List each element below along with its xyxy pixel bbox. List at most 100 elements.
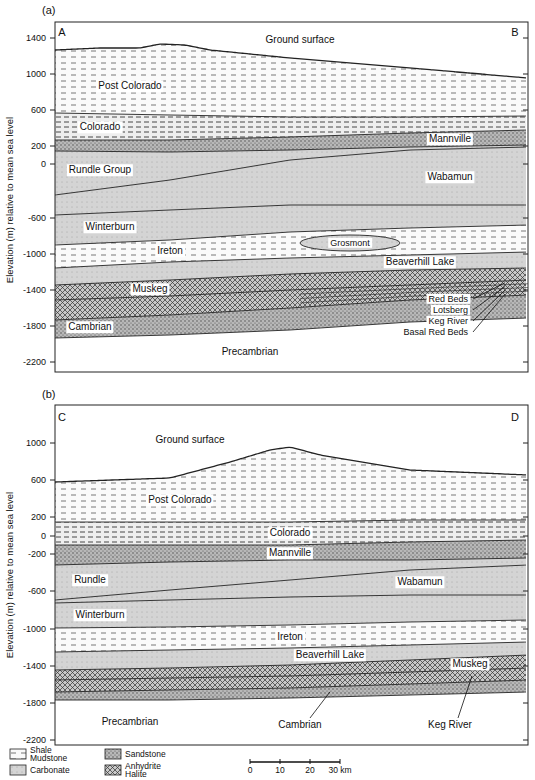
scale-tick bbox=[250, 759, 251, 764]
boundary-line bbox=[55, 680, 526, 692]
boundary-line bbox=[55, 595, 526, 603]
boundary-line bbox=[55, 252, 526, 268]
axis-title: Elevation (m) relative to mean sea level bbox=[5, 115, 16, 285]
unit-label: Rundle Group bbox=[67, 164, 133, 176]
unit-label: Ground surface bbox=[154, 434, 227, 446]
tick-mark bbox=[50, 74, 528, 75]
leader-line bbox=[473, 287, 505, 310]
boundary-line bbox=[55, 655, 526, 670]
tick-label: -1000 bbox=[21, 249, 48, 259]
panel-letter: (b) bbox=[40, 388, 57, 401]
section-end: C bbox=[56, 411, 68, 424]
unit-label: Basal Red Beds bbox=[401, 327, 470, 337]
tick-mark bbox=[50, 254, 528, 255]
tick-mark bbox=[50, 629, 528, 630]
section-end: D bbox=[509, 411, 521, 424]
unit-label: Muskeg bbox=[450, 658, 489, 670]
boundary-line bbox=[55, 668, 526, 680]
section-end: B bbox=[509, 26, 520, 39]
section-frame bbox=[55, 22, 528, 372]
tick-label: 600 bbox=[29, 105, 48, 115]
tick-label: -1800 bbox=[21, 321, 48, 331]
scale-tick bbox=[310, 759, 311, 764]
leader-line bbox=[310, 692, 330, 718]
tick-mark bbox=[50, 290, 528, 291]
rock-unit bbox=[55, 147, 526, 215]
scale-label: 30 km bbox=[326, 766, 353, 776]
section-end: A bbox=[56, 26, 67, 39]
legend-text: Sandstone bbox=[125, 750, 173, 758]
unit-label: Winterburn bbox=[74, 609, 127, 621]
unit-label: Winterburn bbox=[84, 221, 137, 233]
boundary-line bbox=[55, 205, 526, 215]
tick-mark bbox=[50, 110, 528, 111]
unit-label: Wabamun bbox=[425, 171, 474, 183]
tick-mark bbox=[50, 517, 528, 518]
unit-label: Ireton bbox=[155, 245, 185, 257]
panel-letter: (a) bbox=[40, 4, 57, 17]
unit-label: Wabamun bbox=[395, 576, 444, 588]
unit-label: Post Colorado bbox=[96, 80, 163, 92]
unit-label: Cambrian bbox=[276, 719, 323, 731]
unit-label: Keg River bbox=[426, 316, 470, 326]
unit-label: Precambrian bbox=[220, 346, 281, 358]
tick-label: 1000 bbox=[24, 438, 48, 448]
leader-line bbox=[473, 283, 505, 299]
tick-mark bbox=[50, 443, 528, 444]
unit-label: Grosmont bbox=[328, 238, 372, 248]
unit-label: Mannville bbox=[267, 547, 313, 559]
unit-label: Ground surface bbox=[264, 34, 337, 46]
tick-label: -600 bbox=[26, 213, 48, 223]
scale-label: 10 bbox=[273, 766, 286, 776]
reef-lens bbox=[300, 235, 400, 251]
boundary-line bbox=[55, 447, 526, 482]
legend-swatch bbox=[105, 765, 121, 775]
scale-tick bbox=[280, 759, 281, 764]
unit-label: Muskeg bbox=[130, 283, 169, 295]
scale-line bbox=[250, 761, 340, 763]
tick-mark bbox=[50, 740, 528, 741]
rock-unit bbox=[55, 447, 526, 522]
legend-text: Anhydrite Halite bbox=[125, 762, 173, 778]
tick-label: 200 bbox=[29, 512, 48, 522]
tick-label: 200 bbox=[29, 141, 48, 151]
legend-text: Carbonate bbox=[30, 766, 78, 774]
scale-label: 20 bbox=[303, 766, 316, 776]
unit-label: Cambrian bbox=[66, 321, 113, 333]
leader-line bbox=[458, 676, 472, 718]
unit-label: Keg River bbox=[426, 719, 474, 731]
boundary-line bbox=[55, 113, 526, 117]
tick-label: 0 bbox=[39, 531, 48, 541]
boundary-line bbox=[55, 44, 526, 78]
tick-label: -1000 bbox=[21, 624, 48, 634]
tick-mark bbox=[50, 591, 528, 592]
tick-label: 1000 bbox=[24, 69, 48, 79]
scale-label: 0 bbox=[246, 766, 255, 776]
boundary-line bbox=[55, 692, 526, 700]
unit-label: Ireton bbox=[275, 631, 305, 643]
legend-text: Shale Mudstone bbox=[30, 746, 78, 762]
tick-mark bbox=[50, 146, 528, 147]
unit-label: Mannville bbox=[427, 133, 473, 145]
boundary-line bbox=[55, 147, 526, 195]
unit-label: Beaverhill Lake bbox=[294, 649, 366, 661]
rock-unit bbox=[55, 44, 526, 117]
unit-label: Colorado bbox=[78, 121, 123, 133]
leader-line bbox=[473, 294, 505, 332]
rock-unit bbox=[55, 520, 526, 545]
tick-label: -2200 bbox=[21, 735, 48, 745]
scale-bar bbox=[250, 759, 340, 764]
tick-mark bbox=[50, 362, 528, 363]
tick-label: -200 bbox=[26, 549, 48, 559]
legend-swatch bbox=[10, 765, 26, 775]
boundary-line bbox=[55, 620, 526, 628]
unit-label: Rundle bbox=[72, 574, 108, 586]
tick-label: 600 bbox=[29, 475, 48, 485]
tick-label: -1800 bbox=[21, 698, 48, 708]
tick-label: -1400 bbox=[21, 285, 48, 295]
legend-swatch bbox=[105, 749, 121, 759]
tick-label: 0 bbox=[39, 159, 48, 169]
tick-label: -1400 bbox=[21, 661, 48, 671]
scale-tick bbox=[340, 759, 341, 764]
leader-line bbox=[473, 290, 505, 321]
